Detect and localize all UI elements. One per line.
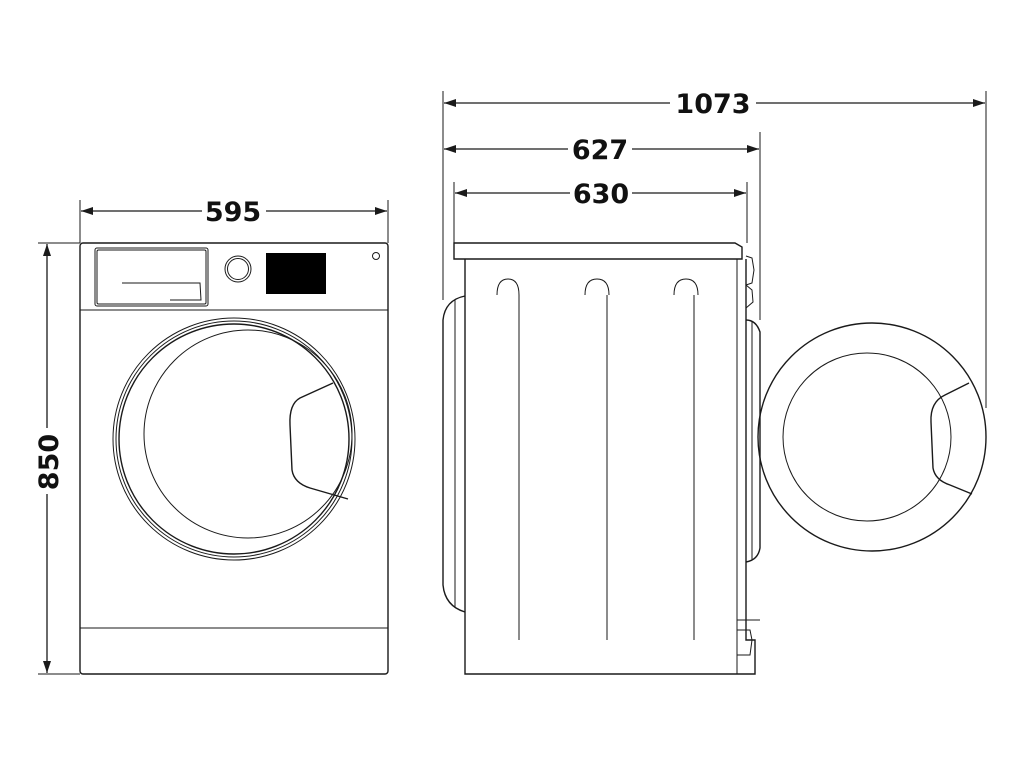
detergent-drawer [94, 247, 209, 307]
dimension-width: 595 [79, 195, 389, 243]
width-label: 595 [205, 197, 261, 228]
rear-knob-icon [745, 255, 755, 286]
depth-door-open-label: 1073 [675, 89, 750, 120]
program-dial-icon [224, 255, 252, 283]
side-body-outline [464, 259, 756, 675]
dimension-depth-total: 627 [442, 91, 761, 320]
open-door [757, 322, 987, 552]
top-plate-outline [453, 242, 743, 260]
side-view [442, 242, 761, 675]
front-view [79, 242, 389, 675]
height-label: 850 [34, 434, 65, 490]
dimension-depth-body: 630 [453, 177, 748, 243]
side-grooves [496, 278, 699, 640]
dimension-depth-door-open: 1073 [444, 87, 987, 408]
side-door-profile [442, 295, 466, 613]
dimension-height: 850 [30, 242, 80, 675]
door-handle [289, 382, 349, 500]
depth-body-label: 630 [573, 179, 629, 210]
display-panel [266, 253, 326, 294]
power-button-icon [372, 252, 380, 260]
front-door [112, 317, 356, 561]
open-door-handle [930, 382, 973, 495]
depth-total-label: 627 [572, 135, 628, 166]
front-body-outline [79, 242, 389, 675]
